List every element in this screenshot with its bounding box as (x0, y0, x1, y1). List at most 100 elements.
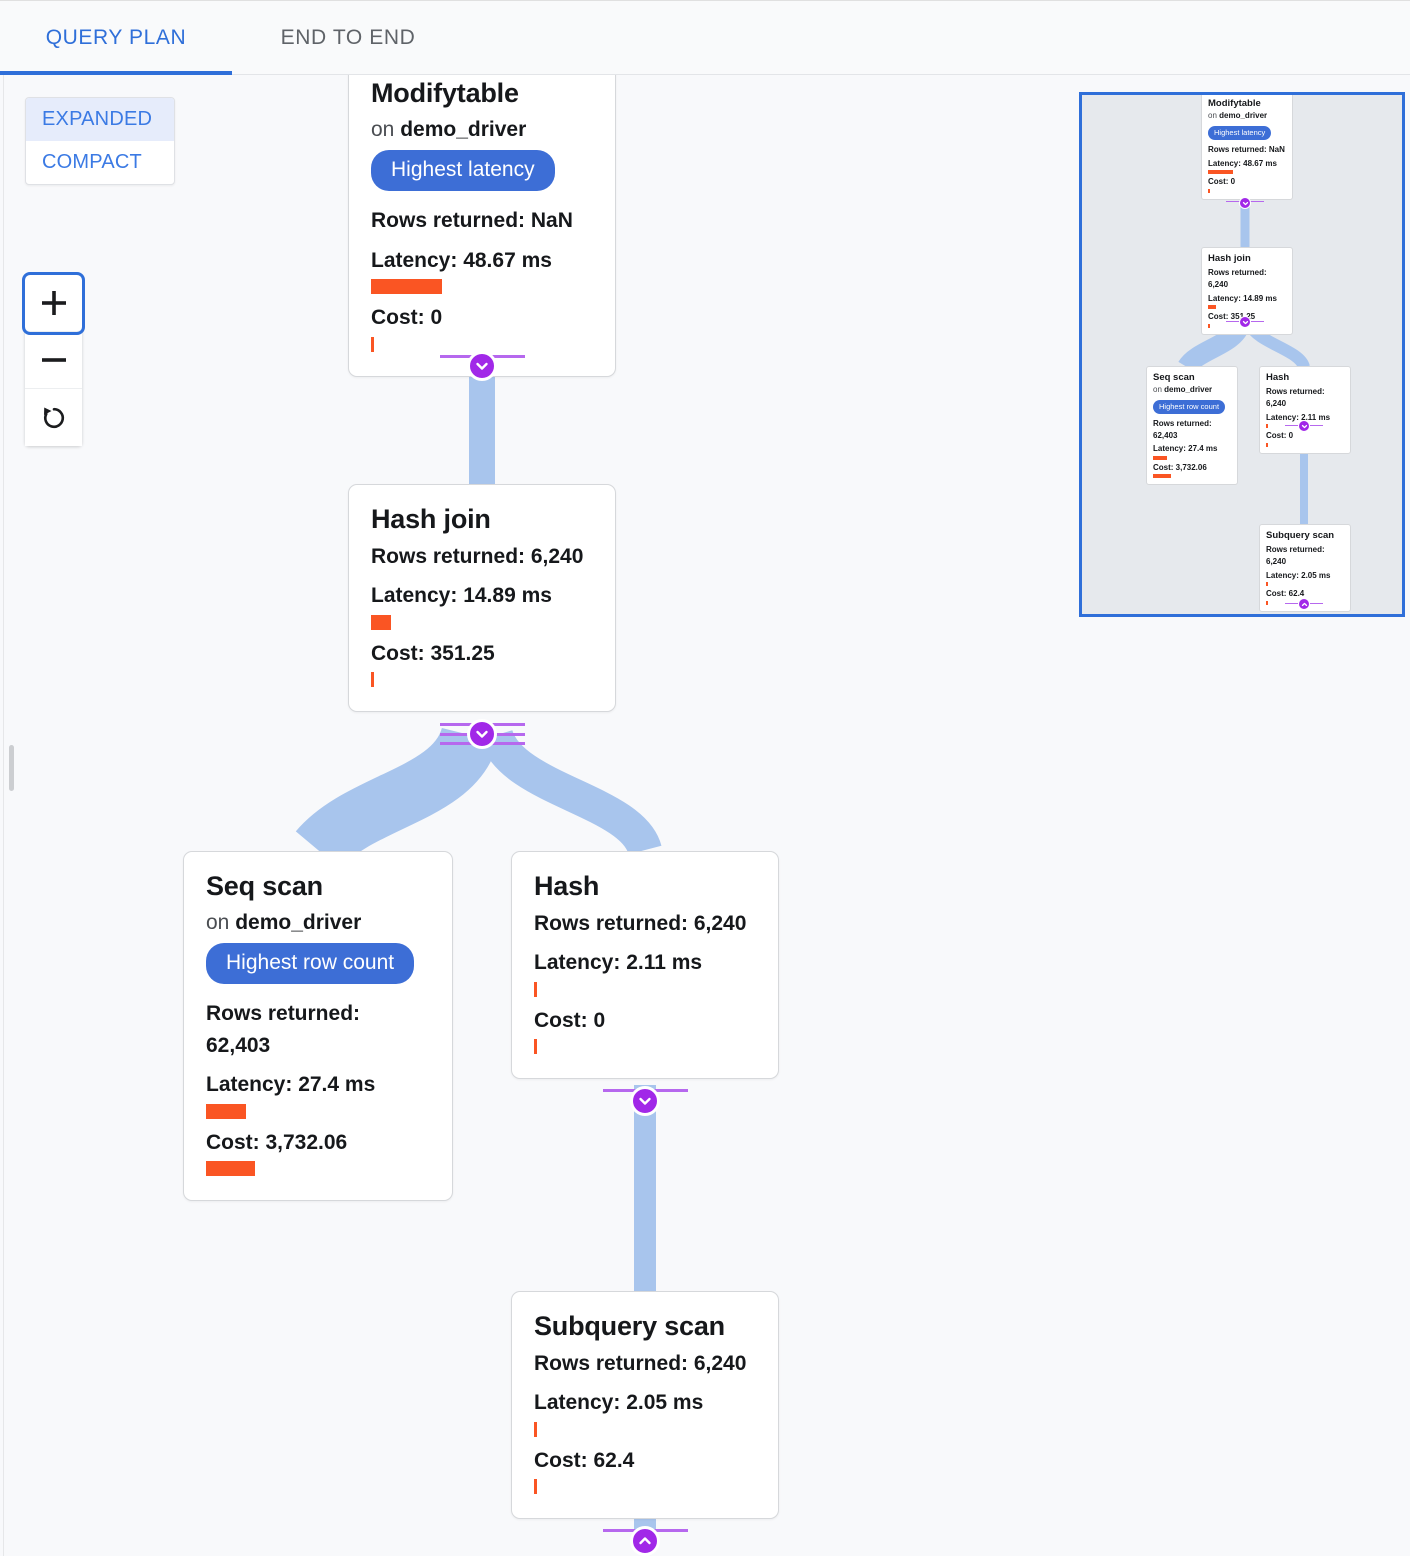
node-relation: on demo_driver (206, 908, 430, 938)
latency-metric: Latency: 14.89 ms (371, 584, 552, 608)
cost-bar (1208, 188, 1210, 193)
status-badge: Highest row count (1153, 399, 1226, 415)
collapse-toggle-hash[interactable] (630, 1086, 660, 1116)
latency-metric: Latency: 27.4 ms (1153, 444, 1218, 454)
collapse-toggle-modifytable[interactable] (467, 351, 497, 381)
reset-rotate-icon (43, 407, 64, 428)
zoom-out-button[interactable] (25, 332, 82, 389)
minus-icon (41, 358, 66, 362)
node-title: Subquery scan (1266, 530, 1335, 541)
node-title: Hash join (1208, 253, 1251, 264)
status-badge: Highest latency (371, 150, 555, 192)
minimap-node-subquery-scan: Subquery scan Rows returned: 6,240 Laten… (1259, 524, 1351, 612)
node-title: Seq scan (1153, 372, 1195, 383)
latency-bar (371, 614, 391, 630)
node-title: Seq scan (206, 871, 323, 901)
latency-bar (1208, 170, 1233, 175)
plan-edges (295, 357, 662, 1535)
collapse-toggle-hash-join[interactable] (467, 719, 497, 749)
plan-canvas[interactable]: EXPANDED COMPACT Modifytable on demo_dri… (0, 75, 1410, 1556)
on-prefix: on (1208, 111, 1217, 121)
node-title: Hash (1266, 372, 1290, 383)
relation-name: demo_driver (400, 117, 527, 141)
status-badge: Highest row count (206, 943, 415, 985)
view-mode-compact[interactable]: COMPACT (42, 151, 142, 173)
rows-returned: Rows returned: 6,240 (1208, 268, 1267, 289)
relation-name: demo_driver (235, 910, 362, 934)
latency-metric: Latency: 27.4 ms (206, 1073, 376, 1097)
chevron-down-icon (1242, 320, 1248, 324)
zoom-in-button[interactable] (22, 272, 85, 335)
latency-bar (534, 981, 538, 997)
latency-metric: Latency: 48.67 ms (1208, 158, 1277, 168)
latency-metric: Latency: 2.11 ms (1266, 412, 1331, 422)
cost-metric: Cost: 3,732.06 (1153, 462, 1207, 472)
tab-end-to-end[interactable]: END TO END (232, 1, 464, 75)
cost-bar (1153, 474, 1171, 479)
relation-name: demo_driver (1164, 385, 1213, 395)
rows-returned: Rows returned: 62,403 (206, 1002, 361, 1057)
latency-bar (1208, 305, 1216, 310)
rows-returned: Rows returned: 62,403 (1153, 419, 1212, 440)
cost-bar (1208, 323, 1210, 328)
node-title: Subquery scan (534, 1311, 725, 1341)
node-title: Modifytable (371, 78, 519, 108)
node-title: Hash join (371, 504, 491, 534)
cost-bar (371, 336, 375, 352)
status-badge: Highest latency (1208, 125, 1272, 141)
latency-metric: Latency: 2.11 ms (534, 951, 703, 975)
minimap-viewport[interactable]: Modifytable on demo_driver Highest laten… (1079, 92, 1405, 617)
latency-bar (1153, 455, 1168, 460)
minimap-node-hash: Hash Rows returned: 6,240 Latency: 2.11 … (1259, 366, 1351, 454)
cost-bar (534, 1039, 538, 1055)
tab-bar: QUERY PLAN END TO END (0, 0, 1410, 75)
rows-returned: Rows returned: 6,240 (1266, 387, 1325, 408)
chevron-down-icon (1242, 201, 1248, 205)
cost-bar (206, 1161, 256, 1177)
plan-node-subquery-scan[interactable]: Subquery scan Rows returned: 6,240 Laten… (511, 1291, 779, 1520)
plan-node-seq-scan[interactable]: Seq scan on demo_driver Highest row coun… (183, 851, 453, 1202)
on-prefix: on (206, 910, 230, 934)
plan-node-modifytable[interactable]: Modifytable on demo_driver Highest laten… (348, 75, 616, 377)
cost-metric: Cost: 0 (534, 1008, 606, 1032)
minimap-node-seq-scan: Seq scan on demo_driver Highest row coun… (1146, 366, 1238, 486)
cost-metric: Cost: 0 (1266, 431, 1294, 441)
minimap-collapse-toggle-modifytable (1239, 197, 1251, 209)
latency-bar (534, 1421, 538, 1437)
minimap-collapse-toggle-subquery-scan (1298, 598, 1310, 610)
rows-returned: Rows returned: 6,240 (1266, 545, 1325, 566)
tab-query-plan[interactable]: QUERY PLAN (0, 1, 232, 75)
cost-metric: Cost: 351.25 (371, 641, 495, 665)
chevron-up-icon (639, 1537, 651, 1545)
reset-zoom-button[interactable] (25, 389, 82, 446)
chevron-up-icon (1301, 602, 1307, 606)
cost-bar (534, 1479, 538, 1495)
latency-bar (1266, 582, 1268, 587)
cost-bar (1266, 600, 1268, 605)
chevron-down-icon (639, 1097, 651, 1105)
rows-returned: Rows returned: 6,240 (534, 1351, 747, 1375)
cost-metric: Cost: 62.4 (534, 1448, 635, 1472)
chevron-down-icon (476, 730, 488, 738)
rows-returned: Rows returned: 6,240 (371, 544, 584, 568)
panel-drag-handle[interactable] (9, 745, 14, 791)
view-mode-toggle[interactable]: EXPANDED COMPACT (25, 97, 175, 185)
plan-node-hash[interactable]: Hash Rows returned: 6,240 Latency: 2.11 … (511, 851, 779, 1080)
latency-bar (371, 279, 443, 295)
node-relation: on demo_driver (371, 115, 593, 145)
rows-returned: Rows returned: 6,240 (534, 911, 747, 935)
latency-metric: Latency: 2.05 ms (534, 1391, 704, 1415)
view-mode-expanded[interactable]: EXPANDED (26, 98, 174, 141)
minimap-node-modifytable: Modifytable on demo_driver Highest laten… (1201, 95, 1293, 200)
zoom-controls[interactable] (22, 272, 85, 446)
rows-returned: Rows returned: NaN (371, 209, 573, 233)
plan-node-hash-join[interactable]: Hash join Rows returned: 6,240 Latency: … (348, 484, 616, 713)
rows-returned: Rows returned: NaN (1208, 145, 1285, 155)
cost-metric: Cost: 62.4 (1266, 589, 1305, 599)
collapse-toggle-subquery-scan[interactable] (630, 1526, 660, 1556)
minimap-collapse-toggle-hash-join (1239, 316, 1251, 328)
latency-metric: Latency: 2.05 ms (1266, 570, 1331, 580)
node-relation: on demo_driver (1208, 110, 1286, 121)
chevron-down-icon (476, 362, 488, 370)
panel-divider (3, 75, 4, 1556)
